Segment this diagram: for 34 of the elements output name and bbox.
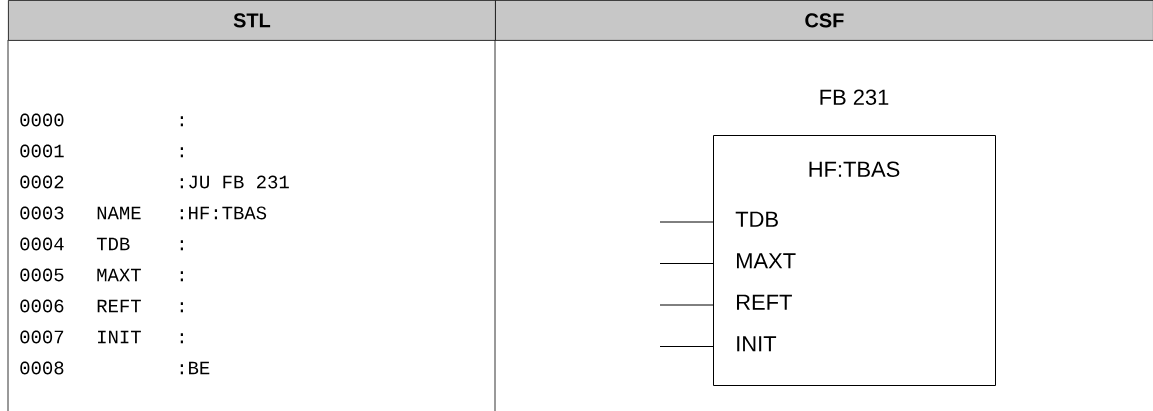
code-text: 0000 bbox=[20, 113, 64, 127]
code-text: : bbox=[180, 147, 183, 158]
pin-label: REFT bbox=[737, 294, 792, 310]
code-text: 0001 bbox=[20, 144, 64, 158]
code-text: INIT bbox=[98, 330, 141, 344]
code-text: : bbox=[180, 116, 183, 127]
input-line bbox=[659, 304, 714, 306]
code-text: : bbox=[180, 333, 183, 344]
code-text: :BE bbox=[180, 361, 210, 375]
input-line bbox=[659, 221, 714, 223]
code-text: 0003 bbox=[20, 206, 64, 220]
code-text: 0007 bbox=[20, 330, 64, 344]
code-text: TDB bbox=[96, 237, 130, 251]
pin-label: MAXT bbox=[737, 253, 796, 269]
code-text: : bbox=[180, 271, 183, 282]
code-text: REFT bbox=[97, 299, 141, 313]
header-cell: STL bbox=[8, 0, 496, 41]
code-text: :HF:TBAS bbox=[180, 206, 267, 220]
code-text: 0005 bbox=[20, 268, 64, 282]
code-text: :JU FB 231 bbox=[180, 175, 289, 189]
code-text: 0004 bbox=[20, 237, 64, 251]
code-text: NAME bbox=[97, 206, 141, 220]
input-line bbox=[659, 346, 714, 347]
input-line bbox=[659, 263, 714, 264]
code-text: : bbox=[180, 302, 183, 313]
code-text: 0002 bbox=[20, 175, 64, 189]
header-cell: CSF bbox=[495, 0, 1153, 41]
node-label: FB 231 bbox=[820, 89, 889, 106]
pin-label: INIT bbox=[737, 336, 777, 352]
code-text: 0008 bbox=[20, 361, 64, 375]
code-text: MAXT bbox=[97, 268, 141, 282]
pin-label: TDB bbox=[735, 211, 778, 227]
code-text: : bbox=[180, 240, 183, 251]
code-text: 0006 bbox=[20, 299, 64, 313]
